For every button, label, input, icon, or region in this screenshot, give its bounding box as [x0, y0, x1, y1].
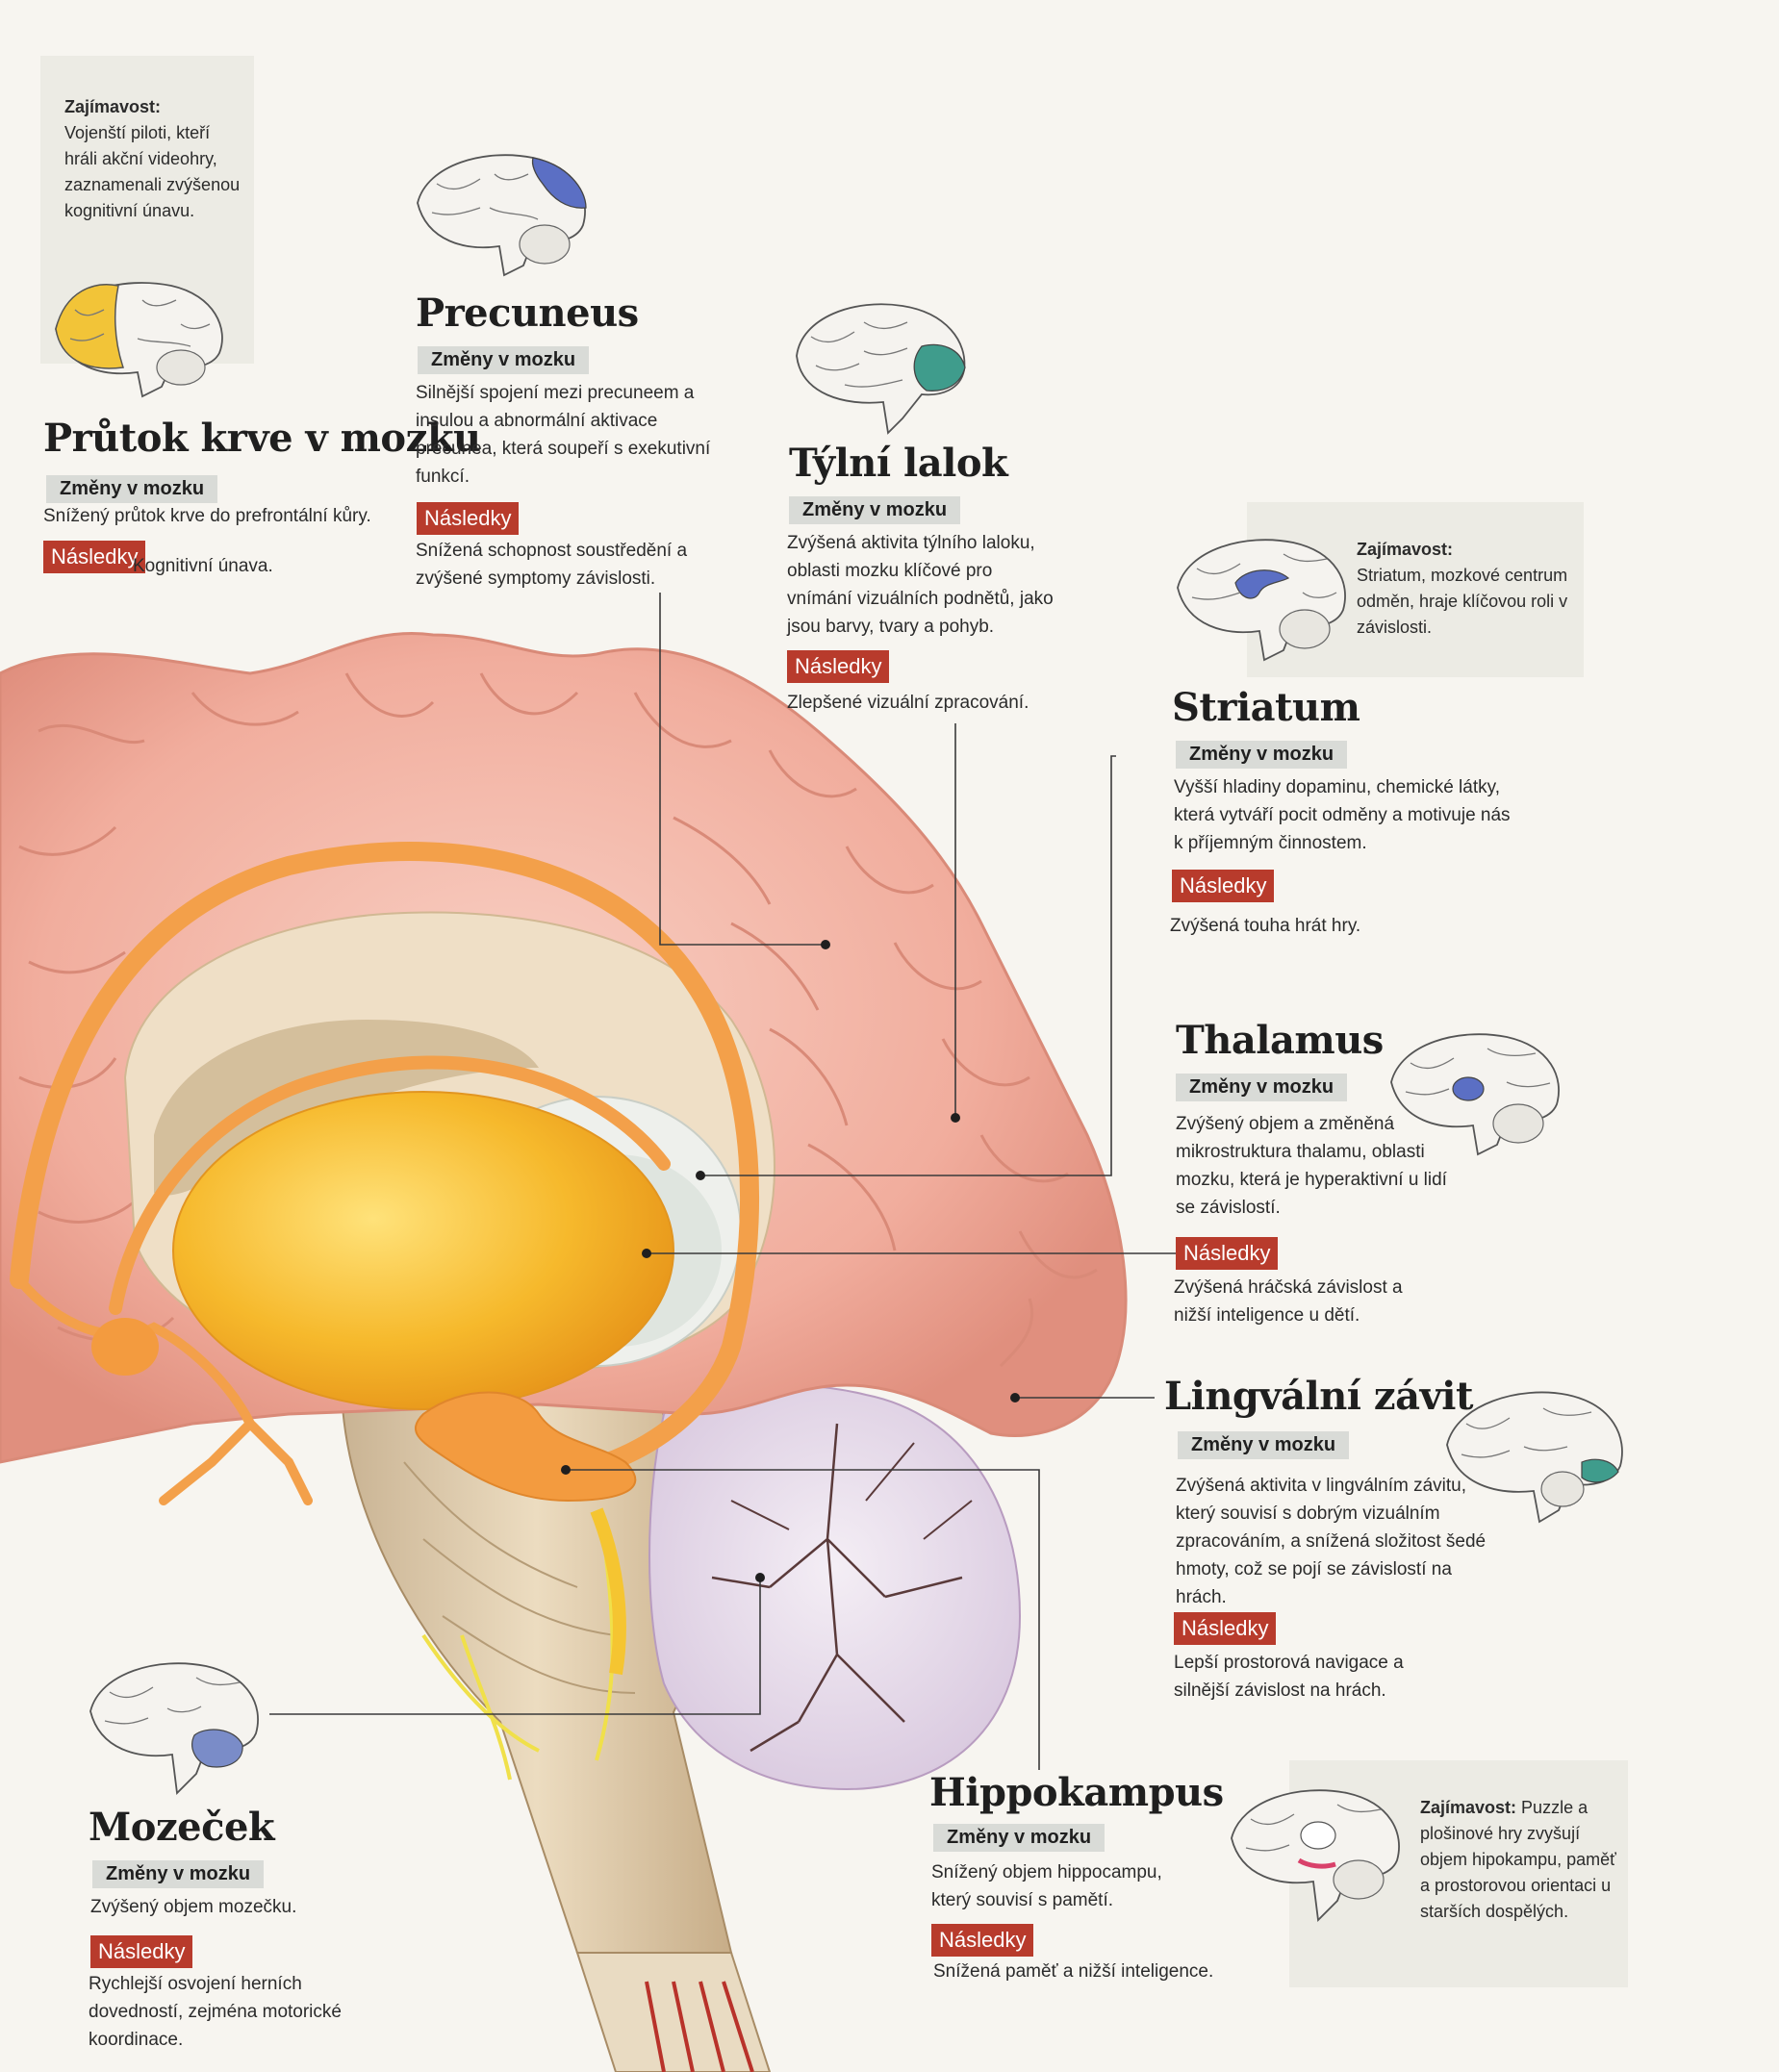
hippocampus-structure — [91, 1318, 637, 1503]
tag-consequences-hippocampus: Následky — [931, 1924, 1034, 1957]
text-changes-occipital: Zvýšená aktivita týlního laloku, oblasti… — [787, 533, 1054, 637]
fact-text-puzzle: Puzzle a plošinové hry zvyšují objem hip… — [1420, 1798, 1616, 1921]
brainstem — [340, 1364, 772, 2072]
prefrontal-brain-icon — [55, 282, 223, 398]
tag-consequences-thalamus: Následky — [1176, 1237, 1279, 1270]
title-hippocampus: Hippokampus — [929, 1770, 1224, 1815]
fact-label: Zajímavost: — [64, 97, 162, 116]
lingual-brain-icon — [1446, 1391, 1623, 1524]
tag-changes-thalamus: Změny v mozku — [1176, 1074, 1348, 1101]
occipital-brain-icon — [796, 303, 966, 435]
thalamus-structure — [172, 1091, 674, 1410]
thalamus-brain-icon — [1390, 1033, 1560, 1156]
precuneus-brain-icon — [417, 154, 587, 277]
text-consequences-cerebellum: Rychlejší osvojení herních dovedností, z… — [89, 1974, 342, 2050]
text-changes-thalamus: Zvýšený objem a změněná mikrostruktura t… — [1176, 1114, 1447, 1218]
leader-lines — [269, 593, 1176, 1770]
text-consequences-precuneus: Snížená schopnost soustředění a zvýšené … — [416, 541, 688, 589]
title-occipital: Týlní lalok — [789, 441, 1008, 486]
title-lingual: Lingvální závit — [1164, 1374, 1473, 1419]
text-changes-cerebellum: Zvýšený objem mozečku. — [90, 1897, 297, 1917]
tag-consequences-occipital: Následky — [787, 650, 890, 683]
text-consequences-hippocampus: Snížená paměť a nižší inteligence. — [933, 1961, 1214, 1982]
text-consequences-blood-flow: Kognitivní únava. — [133, 556, 273, 576]
title-cerebellum: Mozeček — [89, 1805, 275, 1850]
text-changes-lingual: Zvýšená aktivita v lingválním závitu, kt… — [1176, 1476, 1487, 1607]
tag-changes-cerebellum: Změny v mozku — [92, 1860, 265, 1888]
title-thalamus: Thalamus — [1176, 1018, 1384, 1063]
title-precuneus: Precuneus — [416, 291, 639, 336]
tag-consequences-precuneus: Následky — [417, 502, 520, 535]
fact-label-striatum: Zajímavost: — [1357, 540, 1454, 559]
pituitary-nerve — [590, 1507, 626, 1676]
text-consequences-thalamus: Zvýšená hráčská závislost a nižší inteli… — [1174, 1277, 1403, 1326]
text-consequences-occipital: Zlepšené vizuální zpracování. — [787, 693, 1029, 713]
fact-text-striatum: Striatum, mozkové centrum odměn, hraje k… — [1357, 566, 1568, 637]
title-striatum: Striatum — [1172, 685, 1360, 730]
tag-consequences-lingual: Následky — [1174, 1612, 1277, 1645]
fornix-tract — [10, 842, 760, 1505]
text-changes-precuneus: Silnější spojení mezi precuneem a insulo… — [416, 383, 711, 487]
hippocampus-brain-icon — [1231, 1789, 1400, 1922]
leader-dots — [561, 940, 1020, 1582]
title-blood-flow: Průtok krve v mozku — [43, 416, 481, 461]
striatum-brain-icon — [1177, 539, 1346, 662]
tag-changes-hippocampus: Změny v mozku — [933, 1824, 1106, 1852]
tag-changes-occipital: Změny v mozku — [789, 496, 961, 524]
tag-changes-precuneus: Změny v mozku — [418, 346, 590, 374]
tag-consequences-striatum: Následky — [1172, 870, 1275, 902]
tag-consequences-cerebellum: Následky — [90, 1935, 193, 1968]
text-consequences-lingual: Lepší prostorová navigace a silnější záv… — [1174, 1653, 1404, 1701]
tag-changes-lingual: Změny v mozku — [1178, 1431, 1350, 1459]
tag-changes-blood-flow: Změny v mozku — [46, 475, 218, 503]
text-changes-blood-flow: Snížený průtok krve do prefrontální kůry… — [43, 506, 371, 526]
fact-text-pilots: Vojenští piloti, kteří hráli akční video… — [64, 123, 241, 220]
tag-changes-striatum: Změny v mozku — [1176, 741, 1348, 769]
text-changes-hippocampus: Snížený objem hippocampu, který souvisí … — [931, 1862, 1162, 1910]
text-changes-striatum: Vyšší hladiny dopaminu, chemické látky, … — [1174, 777, 1511, 853]
tag-consequences-blood-flow: Následky — [43, 541, 146, 573]
cerebellum-brain-icon — [89, 1662, 259, 1795]
text-consequences-striatum: Zvýšená touha hrát hry. — [1170, 916, 1361, 936]
cerebellum — [648, 1383, 1022, 1791]
fact-label-puzzle: Zajímavost: — [1420, 1798, 1517, 1817]
